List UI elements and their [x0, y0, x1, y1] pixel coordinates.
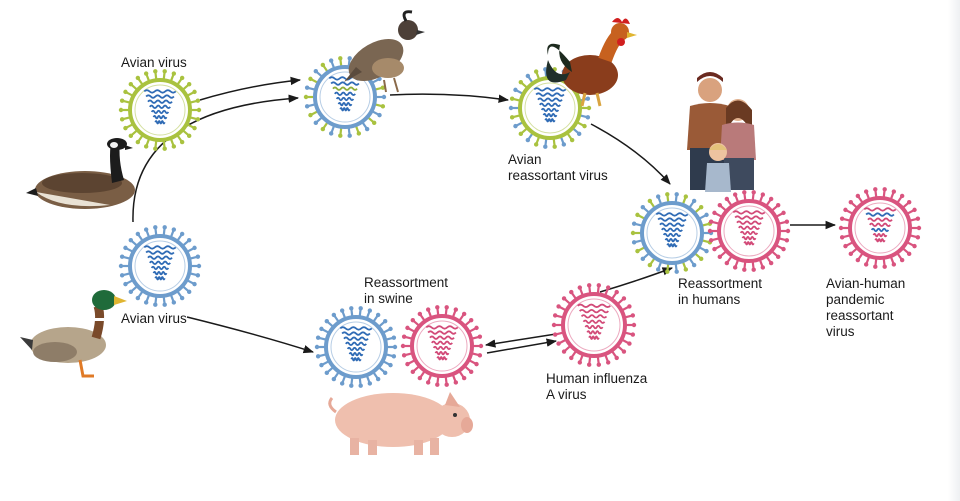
virus-human-flu-icon — [551, 283, 637, 367]
arrow-quail-to-rooster — [389, 93, 510, 103]
arrow-human-flu-to-swine — [484, 333, 557, 348]
virus-swine-avian-icon — [314, 306, 398, 388]
quail-icon — [344, 10, 425, 93]
label-reassortment-swine: Reassortment in swine — [364, 275, 448, 307]
rooster-icon — [546, 18, 637, 107]
label-reassortment-humans-line2: in humans — [678, 292, 741, 307]
label-avian-reassortant-line2: reassortant virus — [508, 168, 608, 183]
label-reassortment-swine-line1: Reassortment — [364, 275, 449, 290]
pig-icon — [328, 392, 473, 455]
arrow-rooster-to-humans — [590, 123, 671, 185]
human-family-icon — [687, 72, 756, 192]
virus-swine-human-icon — [400, 305, 484, 387]
label-reassortment-humans: Reassortment in humans — [678, 276, 762, 308]
virus-avian-bottom-icon — [118, 225, 202, 307]
virus-humans-human-icon — [707, 190, 791, 272]
goose-icon — [26, 138, 135, 209]
label-avian-reassortant: Avian reassortant virus — [508, 152, 608, 184]
label-avian-reassortant-line1: Avian — [508, 152, 542, 167]
label-human-influenza: Human influenza A virus — [546, 371, 647, 403]
duck-icon — [20, 290, 127, 378]
page-edge-shadow — [948, 0, 960, 501]
label-avian-virus-bottom: Avian virus — [121, 311, 187, 326]
virus-pandemic-icon — [838, 187, 922, 269]
arrows — [132, 76, 837, 354]
arrow-human-flu-to-humans — [599, 267, 673, 293]
arrow-avian-to-quail — [199, 76, 302, 101]
virus-humans-avian-icon — [630, 192, 714, 274]
virus-avian-top-icon — [118, 69, 202, 151]
label-pandemic-line3: reassortant — [826, 308, 894, 323]
label-reassortment-swine-line2: in swine — [364, 291, 413, 306]
label-avian-virus-top: Avian virus — [121, 55, 187, 70]
arrow-avian-to-swine — [186, 316, 314, 354]
label-pandemic-reassortant: Avian-human pandemic reassortant virus — [826, 276, 905, 340]
arrow-swine-to-human-flu — [486, 338, 558, 354]
label-pandemic-line4: virus — [826, 324, 855, 339]
label-pandemic-line1: Avian-human — [826, 276, 906, 291]
label-human-influenza-line2: A virus — [546, 387, 587, 402]
label-reassortment-humans-line1: Reassortment — [678, 276, 763, 291]
label-human-influenza-line1: Human influenza — [546, 371, 648, 386]
virus-particles — [118, 56, 922, 388]
label-pandemic-line2: pandemic — [826, 292, 885, 307]
